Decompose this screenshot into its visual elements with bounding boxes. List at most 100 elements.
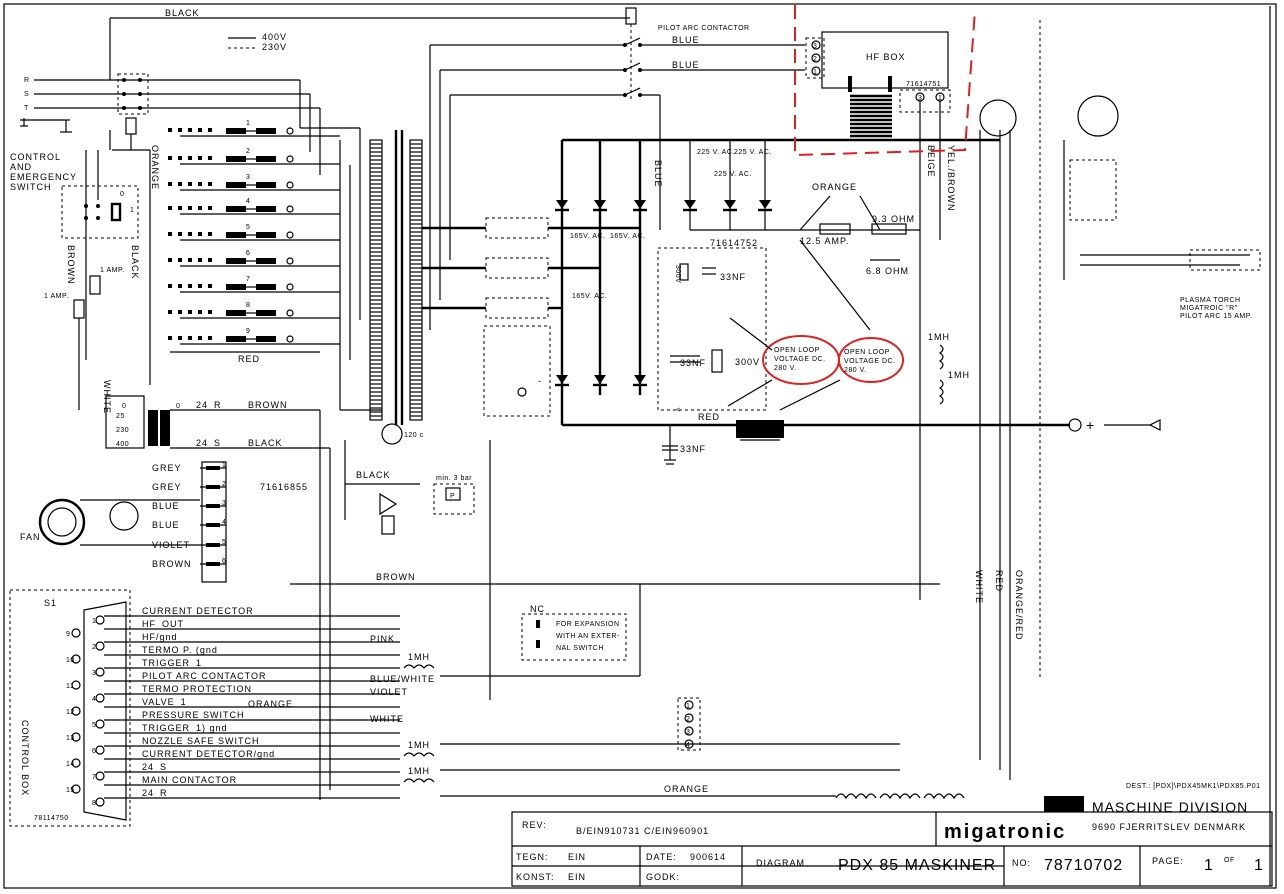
label-white-right: WHITE [974, 570, 984, 604]
page-value: 1 [1204, 857, 1214, 874]
signal-9: PRESSURE SWITCH [142, 710, 245, 720]
terminal-1: 1 [686, 703, 690, 710]
control-emergency-switch: CONTROL AND EMERGENCY SWITCH 0 1 BROWN B… [10, 130, 140, 410]
bottom-chokes: 1MH 1MH 1MH [403, 652, 965, 800]
dest-path: DEST.: [PDX]\PDX45MK1\PDX85.P01 [1126, 783, 1261, 790]
no-value: 78710702 [1044, 857, 1123, 874]
migatronic-logo: migatronic [944, 821, 1066, 843]
harness-labels: BROWN PINK BLUE/WHITE VIOLET WHITE ORANG… [248, 572, 940, 797]
company-badge-icon [1044, 796, 1084, 812]
label-s1: S1 [44, 598, 57, 608]
fan-pin-6: 6 [222, 558, 226, 565]
fuse-1 [89, 275, 101, 295]
tap-5: 5 [168, 224, 340, 241]
fan-wire-1: GREY [152, 463, 182, 473]
pilot-contactor-coil [625, 7, 637, 25]
signal-7: TERMO PROTECTION [142, 684, 252, 694]
secondary-windings: - [422, 217, 640, 417]
gas-valve-icon [379, 492, 398, 516]
aux-tap-400: 400 [116, 441, 129, 448]
torch-line3: PILOT ARC 15 AMP. [1180, 313, 1252, 320]
tap-label-4: 4 [246, 198, 250, 205]
signal-8: VALVE_1 [142, 697, 187, 707]
label-12-5-amp: 12.5 AMP. [800, 236, 849, 246]
diode-4 [555, 375, 569, 387]
no-label: NO: [1012, 858, 1031, 868]
label-red-right: RED [994, 570, 1004, 592]
control-switch-line-2: AND [10, 162, 32, 172]
label-valve-orange: ORANGE [248, 699, 293, 709]
control-switch-line-3: EMERGENCY [10, 172, 77, 182]
label-black-vertical: BLACK [130, 245, 140, 280]
label-beige: BEIGE [926, 145, 936, 178]
signal-6: PILOT ARC CONTACTOR [142, 671, 267, 681]
signal-2: HF_OUT [142, 619, 184, 629]
hf-box-frame [821, 31, 949, 89]
signal-10: TRIGGER_1) gnd [142, 723, 228, 733]
company-address: 9690 FJERRITSLEV DENMARK [1092, 822, 1246, 832]
company-name: MASCHINE DIVISION [1092, 799, 1248, 815]
label-brown-mid: BROWN [376, 572, 416, 582]
fan-wire-4: BLUE [152, 520, 180, 530]
label-300v-b: 300V [735, 357, 760, 367]
hf-box: HF BOX 71614751 3 2 1 3 1 BEIGE YEL./BRO… [794, 5, 976, 600]
fan-pin-5: 5 [222, 539, 226, 546]
label-165v-a: 165V. AC. [570, 233, 605, 240]
signal-1: CURRENT DETECTOR [142, 606, 254, 616]
godk-label: GODK: [646, 872, 680, 882]
signal-12: CURRENT DETECTOR/gnd [142, 749, 275, 759]
label-pilot-arc-contactor: PILOT ARC CONTACTOR [658, 25, 750, 32]
terminal-3: 3 [686, 729, 690, 736]
label-brown-vertical: BROWN [66, 245, 76, 285]
svg-text:1: 1 [130, 207, 134, 214]
label-fan: FAN [20, 532, 41, 542]
diagram-label: DIAGRAM [756, 858, 805, 868]
label-black-aux: BLACK [248, 438, 283, 448]
hf-box-red-outline [794, 5, 976, 157]
diagram-value: PDX 85 MASKINER [838, 857, 996, 874]
label-yel-brown: YEL./BROWN [946, 145, 956, 212]
diode-6 [633, 375, 647, 387]
control-box-part: 78114750 [34, 815, 69, 822]
label-phase-s: S [24, 91, 29, 98]
fan-pin-2: 2 [222, 481, 226, 488]
ocv1-line3: 280 V. [774, 365, 797, 372]
label-thermo: 120 c [404, 432, 424, 439]
signal-5: TRIGGER_1 [142, 658, 202, 668]
signal-4: TERMO P. (gnd [142, 645, 218, 655]
diode-5 [593, 375, 607, 387]
top-wiring: BLACK 400V 230V PILOT ARC CONTACTOR BLUE… [109, 7, 805, 330]
dsub-pin-6: 6 [92, 748, 96, 755]
control-box-outline [9, 589, 131, 827]
signal-13: 24_S [142, 762, 167, 772]
label-orange-red-right: ORANGE/RED [1014, 570, 1024, 641]
label-400v: 400V [262, 32, 287, 42]
torch-line2: MIGATROIC "R" [1180, 305, 1238, 312]
label-1mh-a: 1MH [928, 332, 950, 342]
fan-pin-1: 1 [222, 462, 226, 469]
diode-3 [633, 200, 647, 212]
ocv2-line2: VOLTAGE DC. [844, 358, 896, 365]
label-pink: PINK [370, 634, 395, 644]
pcb-part: 71614752 [710, 238, 758, 248]
main-rectifier: 165V. AC. 165V. AC. 165V. AC. 225 V. AC.… [555, 138, 1070, 427]
label-fuse-2: 1 AMP. [44, 293, 69, 300]
pressure-switch-icon: P [450, 493, 455, 500]
rev-label: REV: [522, 820, 547, 830]
label-control-box: CONTROL BOX [20, 720, 30, 796]
fan-wire-6: BROWN [152, 559, 192, 569]
page-label: PAGE: [1152, 856, 1184, 866]
dsub-pin-7: 7 [92, 774, 96, 781]
control-box: S1 CONTROL BOX 78114750 1921031141251361… [9, 589, 400, 827]
label-black-top: BLACK [165, 8, 200, 18]
signal-15: 24_R [142, 788, 168, 798]
hf-node-2: 2 [813, 56, 817, 63]
label-black-valve: BLACK [356, 470, 391, 480]
of-label: OF [1224, 857, 1235, 864]
label-300v-a: 300V [674, 265, 681, 283]
valve-pressure: BLACK min. 3 bar P [344, 440, 491, 700]
signal-14: MAIN CONTACTOR [142, 775, 237, 785]
